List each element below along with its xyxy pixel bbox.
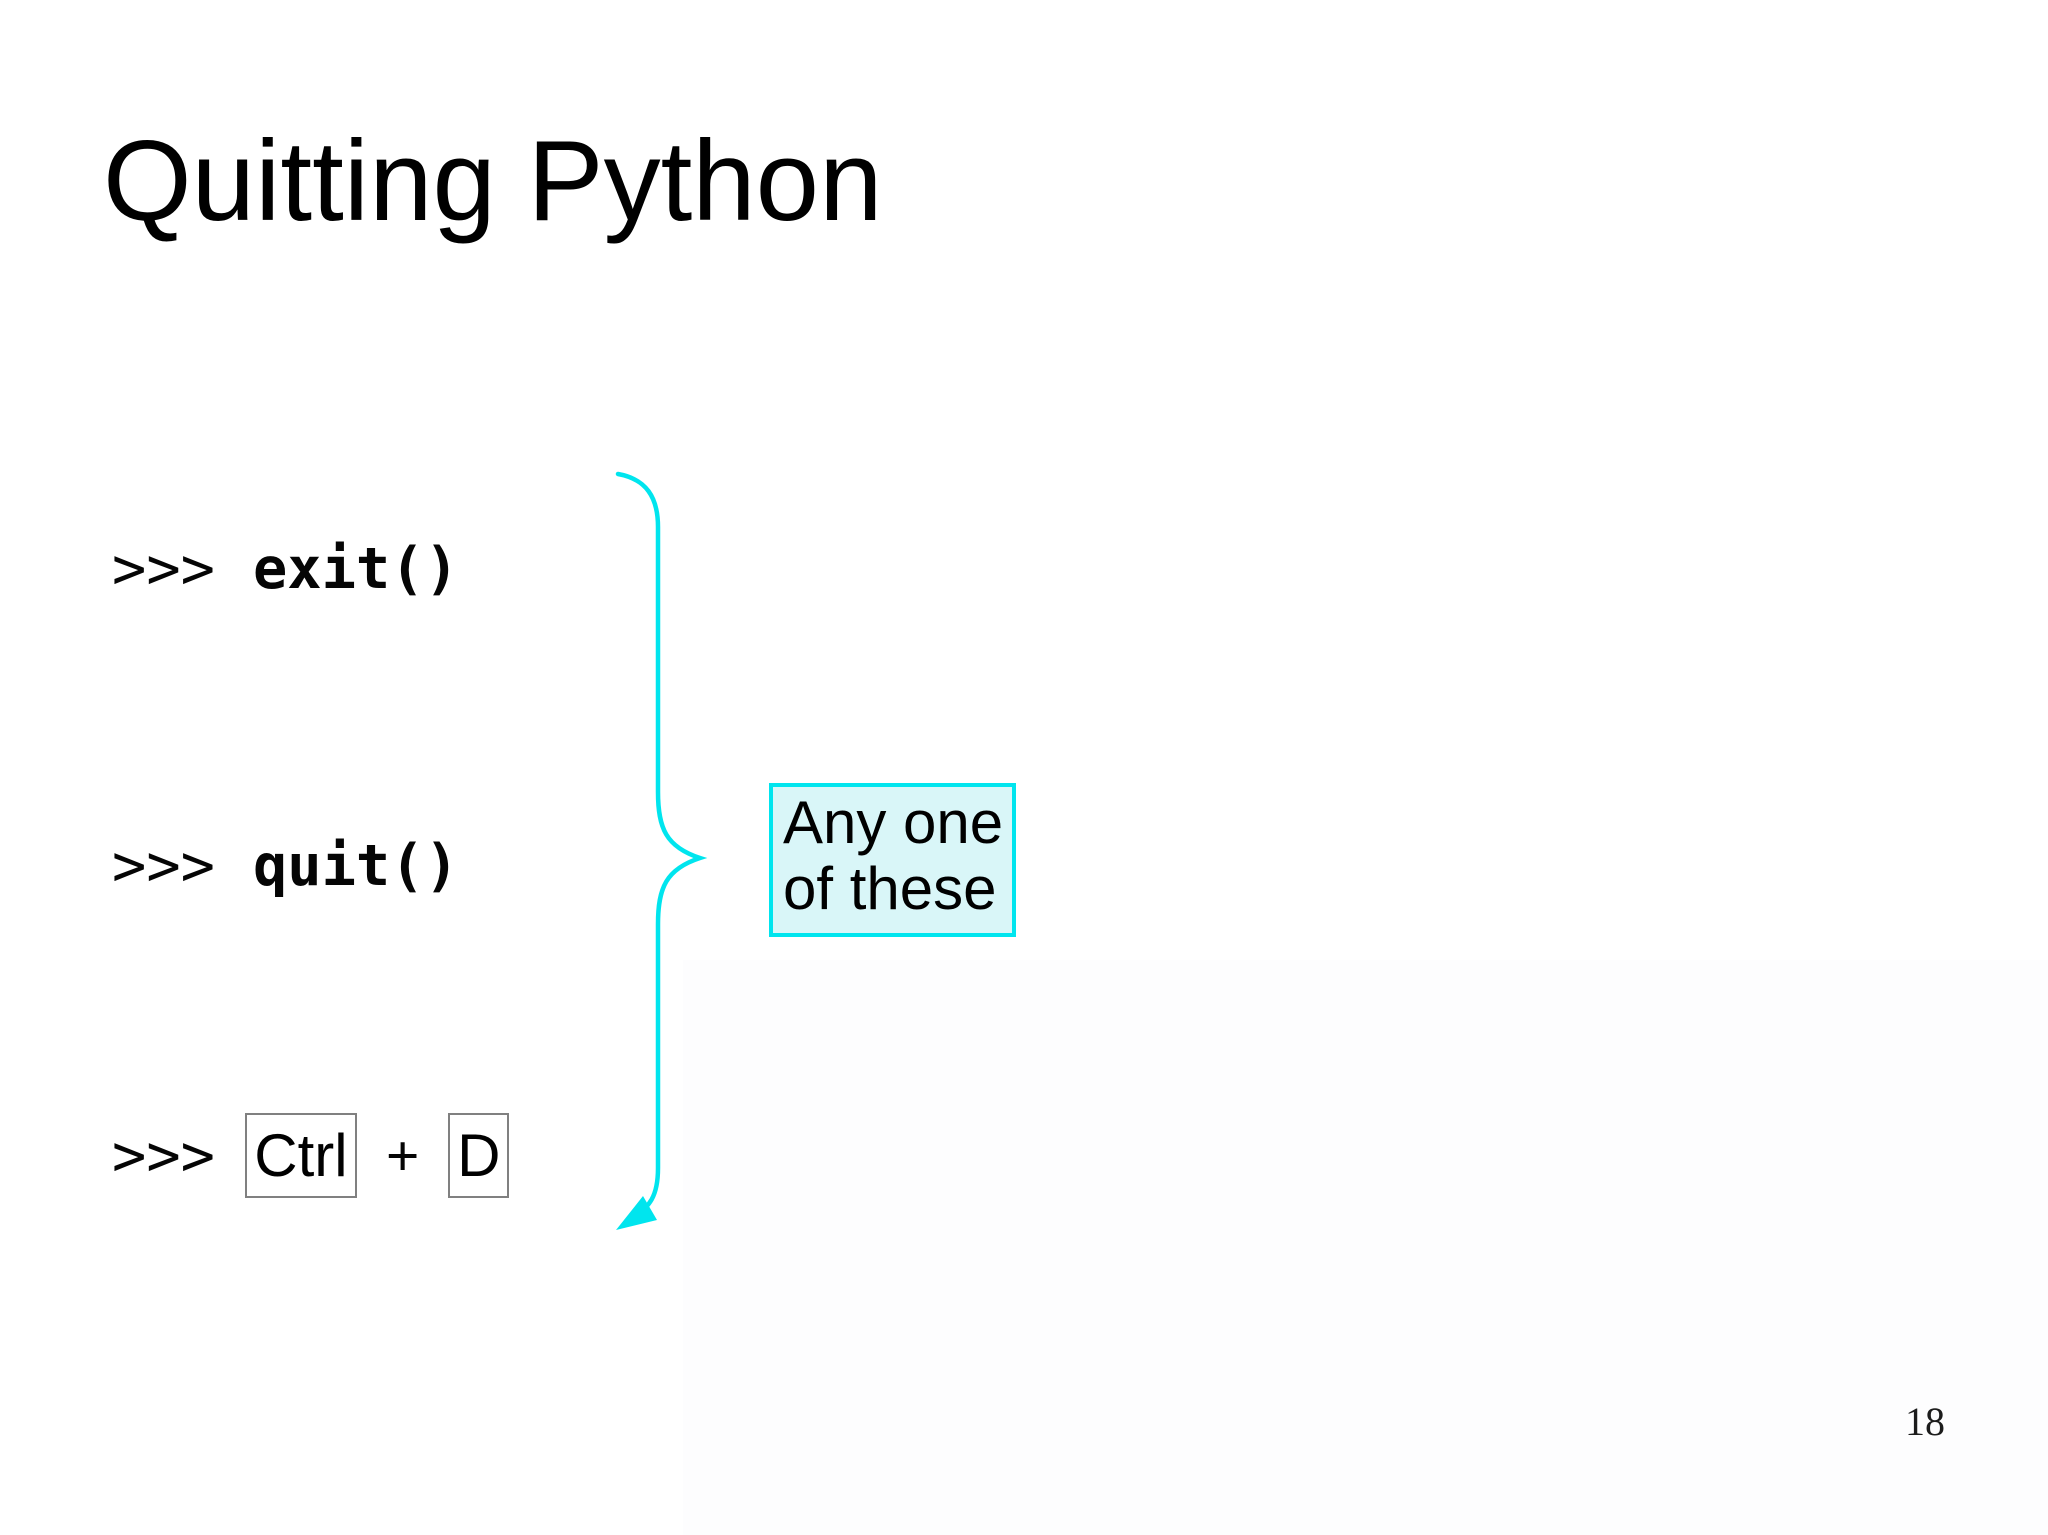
quit-command: quit() <box>252 833 459 899</box>
plus-separator: + <box>385 1123 420 1188</box>
callout-box: Any one of these <box>769 783 1016 937</box>
code-line-exit: >>> exit() <box>112 533 459 605</box>
d-key: D <box>448 1113 510 1198</box>
background-tint <box>683 960 2048 1535</box>
code-line-ctrl-d: >>> Ctrl + D <box>112 1113 510 1198</box>
prompt-chevrons: >>> <box>112 833 215 899</box>
page-number: 18 <box>1905 1399 1945 1444</box>
code-line-quit: >>> quit() <box>112 830 459 902</box>
arrowhead-icon <box>616 1196 657 1230</box>
ctrl-key: Ctrl <box>244 1113 357 1198</box>
exit-command: exit() <box>252 536 459 602</box>
prompt-chevrons: >>> <box>112 536 215 602</box>
page-title: Quitting Python <box>103 118 883 245</box>
prompt-chevrons: >>> <box>112 1122 215 1189</box>
